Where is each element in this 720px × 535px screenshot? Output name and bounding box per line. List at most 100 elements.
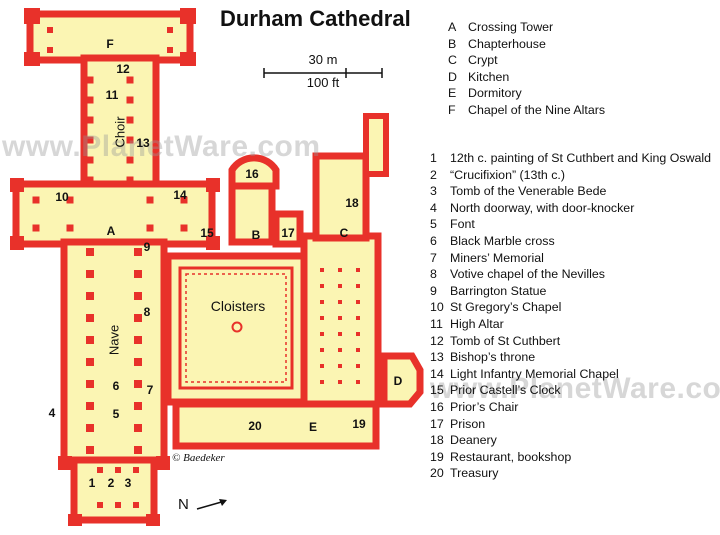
legend-text: North doorway, with door-knocker	[450, 200, 635, 215]
label-choir: Choir	[112, 116, 128, 148]
legend-key: 9	[430, 283, 437, 298]
legend-text: Tomb of the Venerable Bede	[450, 184, 607, 199]
label-8: 8	[143, 305, 151, 319]
east-range-columns	[320, 268, 360, 384]
label-15: 15	[200, 226, 214, 240]
label-6: 6	[112, 379, 120, 393]
legend-text: Crypt	[468, 53, 498, 68]
legend-key: C	[448, 53, 457, 68]
legend-text: St Gregory’s Chapel	[450, 300, 562, 315]
legend-item: 3 Tomb of the Venerable Bede	[430, 183, 720, 200]
legend-item: 18 Deanery	[430, 432, 720, 449]
label-16: 16	[245, 167, 259, 181]
legend-text: Restaurant, bookshop	[450, 449, 572, 464]
label-14: 14	[173, 188, 187, 202]
legend-text: High Altar	[450, 316, 504, 331]
legend-item: 9 Barrington Statue	[430, 283, 720, 300]
legend-item: B Chapterhouse	[448, 36, 720, 53]
legend-text: Dormitory	[468, 86, 522, 101]
label-C: C	[339, 226, 349, 240]
legend-item: A Crossing Tower	[448, 19, 720, 36]
legend-item: 2“Crucifixion” (13th c.)	[430, 167, 720, 184]
label-11: 11	[105, 88, 119, 102]
scale-line	[263, 68, 383, 78]
legend-item: 17 Prison	[430, 416, 720, 433]
legend-key: 17	[430, 416, 444, 431]
cloister-well	[231, 321, 243, 333]
legend-item: 16 Prior’s Chair	[430, 399, 720, 416]
label-7: 7	[146, 383, 154, 397]
legend-text: Treasury	[450, 466, 499, 481]
legend-item: 10 St Gregory’s Chapel	[430, 299, 720, 316]
legend-text: Prior’s Chair	[450, 399, 519, 414]
legend-text: Miners’ Memorial	[450, 250, 544, 265]
legend-item: 20 Treasury	[430, 465, 720, 482]
label-17: 17	[281, 226, 295, 240]
north-label: N	[178, 496, 189, 513]
legend-item: 6 Black Marble cross	[430, 233, 720, 250]
legend-key: 1	[430, 151, 437, 165]
label-cloisters: Cloisters	[210, 298, 266, 314]
legend-text: Votive chapel of the Nevilles	[450, 267, 605, 282]
legend-key: 14	[430, 366, 444, 381]
legend-text: Tomb of St Cuthbert	[450, 333, 561, 348]
kitchen-building	[380, 352, 424, 408]
legend-key: 16	[430, 399, 444, 414]
apse-structure	[228, 154, 280, 190]
baedeker-credit: © Baedeker	[172, 452, 225, 464]
legend-item: 15 Prior Castell’s Clock	[430, 382, 720, 399]
north-arrow-icon	[196, 499, 228, 510]
legend-key: 15	[430, 383, 444, 398]
label-13: 13	[136, 136, 150, 150]
label-19: 19	[352, 417, 366, 431]
label-2: 2	[107, 476, 115, 490]
legend-text: Crossing Tower	[468, 20, 554, 34]
label-12: 12	[116, 62, 130, 76]
legend-text: Bishop’s throne	[450, 350, 536, 365]
label-D: D	[393, 374, 403, 388]
scale-imperial: 100 ft	[306, 75, 340, 90]
prison-room	[272, 210, 304, 248]
scale-bar: 30 m 100 ft	[262, 52, 384, 92]
legend-key: B	[448, 36, 457, 51]
label-A: A	[106, 224, 116, 238]
label-nave: Nave	[106, 324, 122, 356]
legend-key: 4	[430, 200, 437, 215]
label-18: 18	[345, 196, 359, 210]
deanery-building	[312, 152, 370, 242]
label-10: 10	[55, 190, 69, 204]
legend-text: Prison	[450, 416, 486, 431]
legend-key: 2	[430, 167, 437, 182]
cloister-garth	[178, 266, 294, 390]
legend-key: 18	[430, 433, 444, 448]
legend-text: Chapterhouse	[468, 36, 546, 51]
legend-key: 3	[430, 184, 437, 199]
legend-item: E Dormitory	[448, 85, 720, 102]
label-3: 3	[124, 476, 132, 490]
legend-text: Chapel of the Nine Altars	[468, 102, 606, 117]
legend-key: 10	[430, 300, 444, 315]
label-1: 1	[88, 476, 96, 490]
legend-text: Kitchen	[468, 69, 510, 84]
watermark-top: www.PlanetWare.com	[2, 130, 321, 163]
legend-key: A	[448, 20, 457, 34]
legend-key: E	[448, 86, 457, 101]
deanery-tower	[363, 113, 389, 177]
legend-text: Prior Castell’s Clock	[450, 383, 561, 398]
map-title: Durham Cathedral	[220, 6, 411, 31]
legend-text: Barrington Statue	[450, 283, 547, 298]
legend-text: Black Marble cross	[450, 233, 555, 248]
label-E: E	[308, 420, 318, 434]
legend-text: Deanery	[450, 433, 497, 448]
legend-key: 6	[430, 233, 437, 248]
legend-key: 11	[430, 316, 443, 331]
label-9: 9	[143, 240, 151, 254]
legend-key: 20	[430, 466, 444, 481]
north-arrow: N	[178, 496, 233, 513]
